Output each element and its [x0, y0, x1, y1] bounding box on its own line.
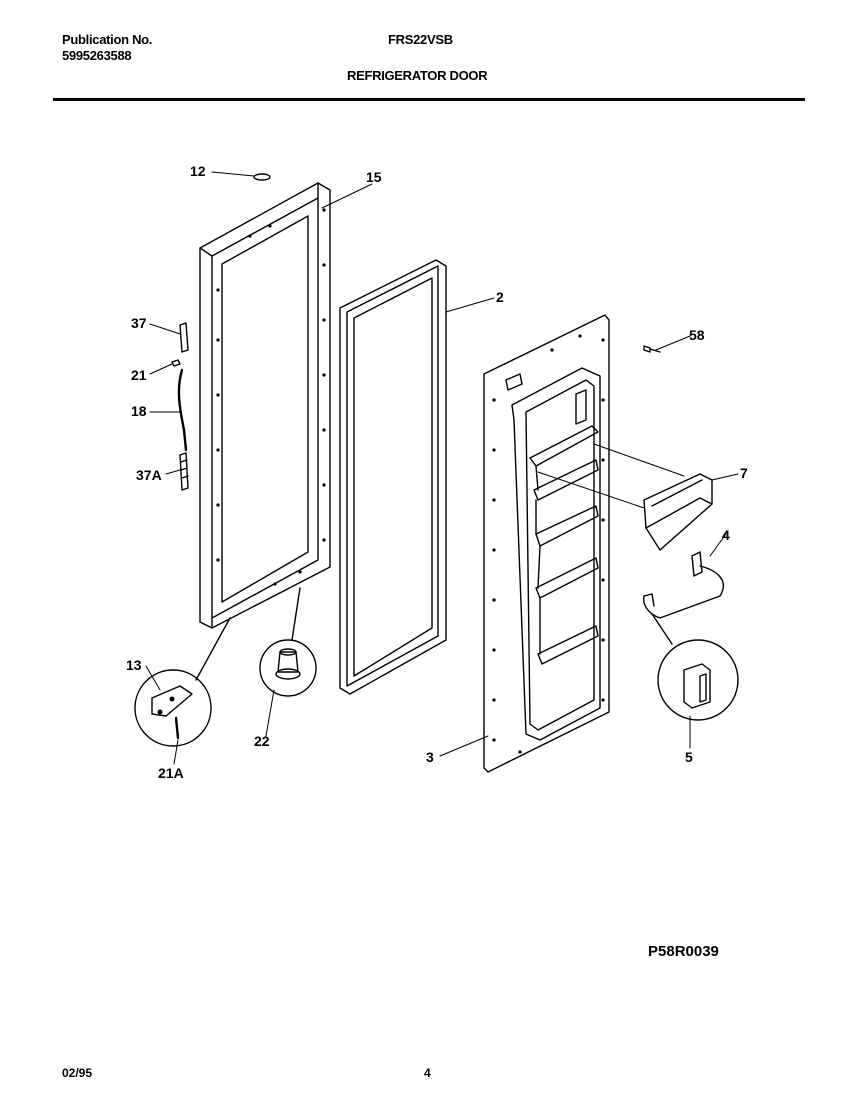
callout-21: 21	[131, 367, 147, 383]
handle-parts	[171, 322, 189, 491]
callout-37: 37	[131, 315, 147, 331]
model-number: FRS22VSB	[388, 32, 453, 47]
callout-labels: 12 15 2 37 21 18 37A 58 7 4 13 22 21A 3 …	[126, 163, 748, 960]
callout-15: 15	[366, 169, 382, 185]
callout-2: 2	[496, 289, 504, 305]
bin-retainer	[642, 551, 725, 619]
callout-22: 22	[254, 733, 270, 749]
leader-lines	[145, 171, 739, 765]
callout-21a: 21A	[158, 765, 184, 781]
callout-12: 12	[190, 163, 206, 179]
header-rule	[53, 98, 805, 101]
detail-circle-5	[651, 613, 739, 721]
door-panel	[199, 182, 331, 629]
detail-circle-22	[259, 587, 317, 697]
shelf-bin	[643, 473, 713, 551]
callout-13: 13	[126, 657, 142, 673]
diagram-reference: P58R0039	[648, 943, 719, 960]
page-number: 4	[424, 1066, 431, 1080]
callout-37a: 37A	[136, 467, 162, 483]
publication-number: 5995263588	[62, 48, 132, 63]
callout-4: 4	[722, 527, 730, 543]
section-title: REFRIGERATOR DOOR	[347, 68, 488, 83]
callout-18: 18	[131, 403, 147, 419]
footer-date: 02/95	[62, 1066, 93, 1080]
plug-part	[253, 173, 271, 181]
callout-58: 58	[689, 327, 705, 343]
door-gasket	[339, 259, 447, 695]
callout-3: 3	[426, 749, 434, 765]
callout-5: 5	[685, 749, 693, 765]
publication-label: Publication No.	[62, 32, 153, 47]
screw-part	[643, 345, 661, 353]
detail-circle-13	[134, 617, 231, 747]
callout-7: 7	[740, 465, 748, 481]
door-liner	[483, 314, 610, 773]
